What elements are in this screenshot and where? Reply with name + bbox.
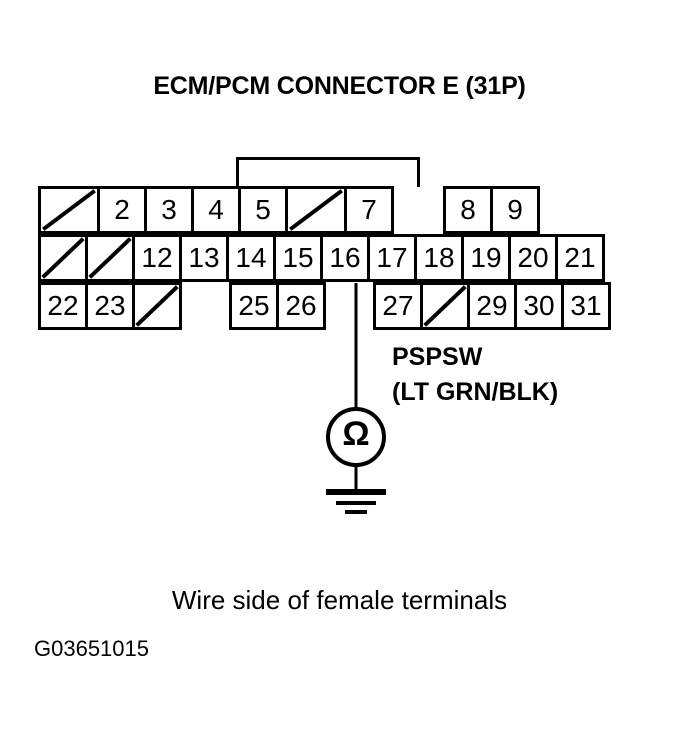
connector-pin-6 <box>285 186 347 234</box>
pin-number: 25 <box>238 290 270 321</box>
pin-number: 12 <box>141 242 173 273</box>
blank-slash-icon <box>288 189 344 231</box>
pin-number: 9 <box>507 194 523 225</box>
page-title: ECM/PCM CONNECTOR E (31P) <box>153 72 526 100</box>
connector-pin-16: 16 <box>320 234 370 282</box>
pin-number: 22 <box>47 290 79 321</box>
ohm-symbol: Ω <box>342 415 370 453</box>
pin-number: 16 <box>329 242 361 273</box>
pin-number: 18 <box>423 242 455 273</box>
pin-number: 21 <box>564 242 596 273</box>
figure-id: G03651015 <box>34 636 149 661</box>
pin-number: 26 <box>285 290 317 321</box>
connector-pin-28 <box>420 282 470 330</box>
connector-pin-27: 27 <box>373 282 423 330</box>
connector-pin-23: 23 <box>85 282 135 330</box>
connector-pin-10 <box>38 234 88 282</box>
pin-number: 5 <box>255 194 271 225</box>
connector-pin-14: 14 <box>226 234 276 282</box>
connector-pin-20: 20 <box>508 234 558 282</box>
connector-pin-26: 26 <box>276 282 326 330</box>
pin-number: 15 <box>282 242 314 273</box>
connector-pin-31: 31 <box>561 282 611 330</box>
pin-number: 19 <box>470 242 502 273</box>
diagram-caption: Wire side of female terminals <box>171 585 508 615</box>
connector-row-2: 12 13 14 15 16 17 18 19 20 21 <box>38 234 605 282</box>
connector-pin-30: 30 <box>514 282 564 330</box>
connector-pin-24 <box>132 282 182 330</box>
connector-pin-25: 25 <box>229 282 279 330</box>
connector-pin-22: 22 <box>38 282 88 330</box>
connector-pin-29: 29 <box>467 282 517 330</box>
blank-slash-icon <box>41 189 97 231</box>
connector-pin-19: 19 <box>461 234 511 282</box>
pin-number: 31 <box>570 290 602 321</box>
pin-number: 8 <box>460 194 476 225</box>
pin-number: 27 <box>382 290 414 321</box>
connector-pin-12: 12 <box>132 234 182 282</box>
connector-pin-7: 7 <box>344 186 394 234</box>
pin-number: 14 <box>235 242 267 273</box>
pin-number: 4 <box>208 194 224 225</box>
connector-pin-21: 21 <box>555 234 605 282</box>
connector-pin-13: 13 <box>179 234 229 282</box>
blank-slash-icon <box>41 237 85 279</box>
connector-pin-9: 9 <box>490 186 540 234</box>
blank-slash-icon <box>88 237 132 279</box>
connector-row-3: 22 23 25 26 27 29 30 31 <box>38 282 611 330</box>
connector-locking-tab <box>236 157 420 187</box>
pin-number: 2 <box>114 194 130 225</box>
signal-name: PSPSW <box>392 343 483 371</box>
pin-number: 17 <box>376 242 408 273</box>
wire-color: (LT GRN/BLK) <box>392 378 559 406</box>
connector-pin-17: 17 <box>367 234 417 282</box>
blank-slash-icon <box>423 285 467 327</box>
pin-number: 13 <box>188 242 220 273</box>
pin-number: 29 <box>476 290 508 321</box>
connector-pin-5: 5 <box>238 186 288 234</box>
pin-number: 7 <box>361 194 377 225</box>
connector-pin-11 <box>85 234 135 282</box>
connector-pin-15: 15 <box>273 234 323 282</box>
blank-slash-icon <box>135 285 179 327</box>
pin-number: 3 <box>161 194 177 225</box>
pin-number: 23 <box>94 290 126 321</box>
connector-pin-4: 4 <box>191 186 241 234</box>
pin-number: 20 <box>517 242 549 273</box>
wire-label: PSPSW (LT GRN/BLK) <box>392 340 558 410</box>
connector-pin-8: 8 <box>443 186 493 234</box>
connector-pin-18: 18 <box>414 234 464 282</box>
connector-pin-1 <box>38 186 100 234</box>
pin-number: 30 <box>523 290 555 321</box>
connector-pin-3: 3 <box>144 186 194 234</box>
connector-pin-2: 2 <box>97 186 147 234</box>
